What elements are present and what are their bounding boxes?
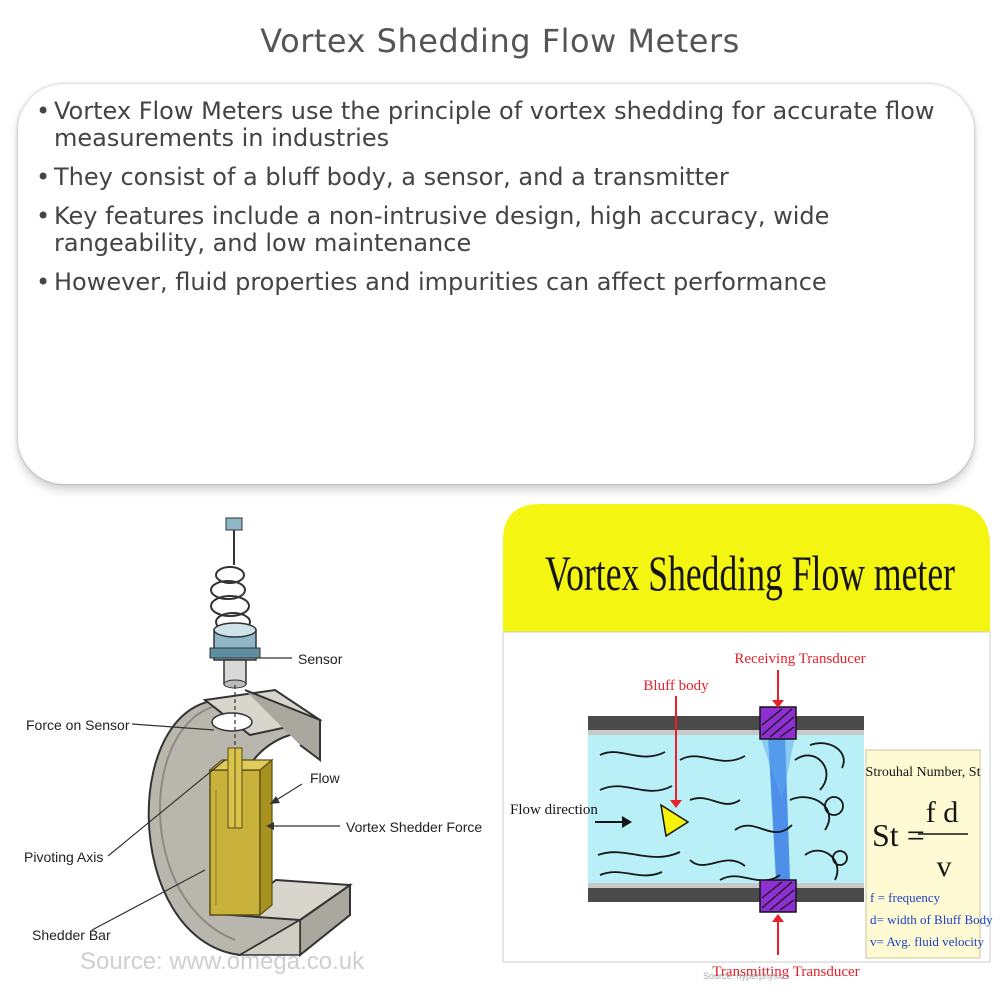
bullet-item: They consist of a bluff body, a sensor, … [36, 164, 966, 192]
bullet-item: Vortex Flow Meters use the principle of … [36, 98, 966, 152]
left-source-text: Source: www.omega.co.uk [80, 948, 365, 975]
coiled-cable [210, 566, 251, 632]
flow-streamlines [597, 742, 848, 882]
title-banner [503, 504, 990, 632]
bluff-body [659, 803, 690, 838]
formula-lhs: St = [872, 817, 925, 853]
pipe-bottom-wall [588, 888, 864, 902]
formula-denominator: v [937, 850, 952, 883]
shedder-bar-label: Shedder Bar [32, 927, 111, 943]
vortex-shedder-force-label: Vortex Shedder Force [346, 819, 482, 835]
sensor-label: Sensor [298, 651, 343, 667]
pivoting-axis-label: Pivoting Axis [24, 849, 103, 865]
right-source-text: Source: hyperphysics [703, 971, 790, 981]
flow-direction-label: Flow direction [510, 802, 598, 818]
legend-line: v= Avg. fluid velocity [870, 934, 984, 949]
formula-heading: Strouhal Number, St [866, 765, 981, 780]
label-arrows [675, 670, 779, 955]
shedder-bar [208, 747, 274, 917]
force-leader [131, 723, 215, 731]
force-on-sensor-label: Force on Sensor [26, 717, 130, 733]
sensor-body [209, 622, 261, 689]
bullet-list: Vortex Flow Meters use the principle of … [36, 98, 966, 308]
formula-box [865, 749, 981, 959]
fluid-region [588, 735, 864, 883]
receiving-transducer [759, 706, 797, 740]
page-title: Vortex Shedding Flow Meters [260, 22, 740, 60]
transmitting-transducer-label: Transmitting Transducer [712, 964, 859, 980]
receiving-transducer-label: Receiving Transducer [734, 651, 865, 667]
pipe-top-wall [588, 716, 864, 730]
bluff-body-label: Bluff body [643, 678, 709, 694]
banner-title: Vortex Shedding Flow meter [545, 545, 955, 601]
legend-line: d= width of Bluff Body [870, 912, 993, 927]
flow-label: Flow [310, 770, 340, 786]
transmitting-transducer [759, 879, 797, 913]
legend-line: f = frequency [870, 890, 941, 905]
bullet-item: Key features include a non-intrusive des… [36, 203, 966, 257]
shedder-leader [91, 869, 206, 931]
bullet-item: However, fluid properties and impurities… [36, 269, 966, 297]
formula-numerator: f d [926, 796, 959, 829]
pivot-leader [107, 759, 226, 857]
